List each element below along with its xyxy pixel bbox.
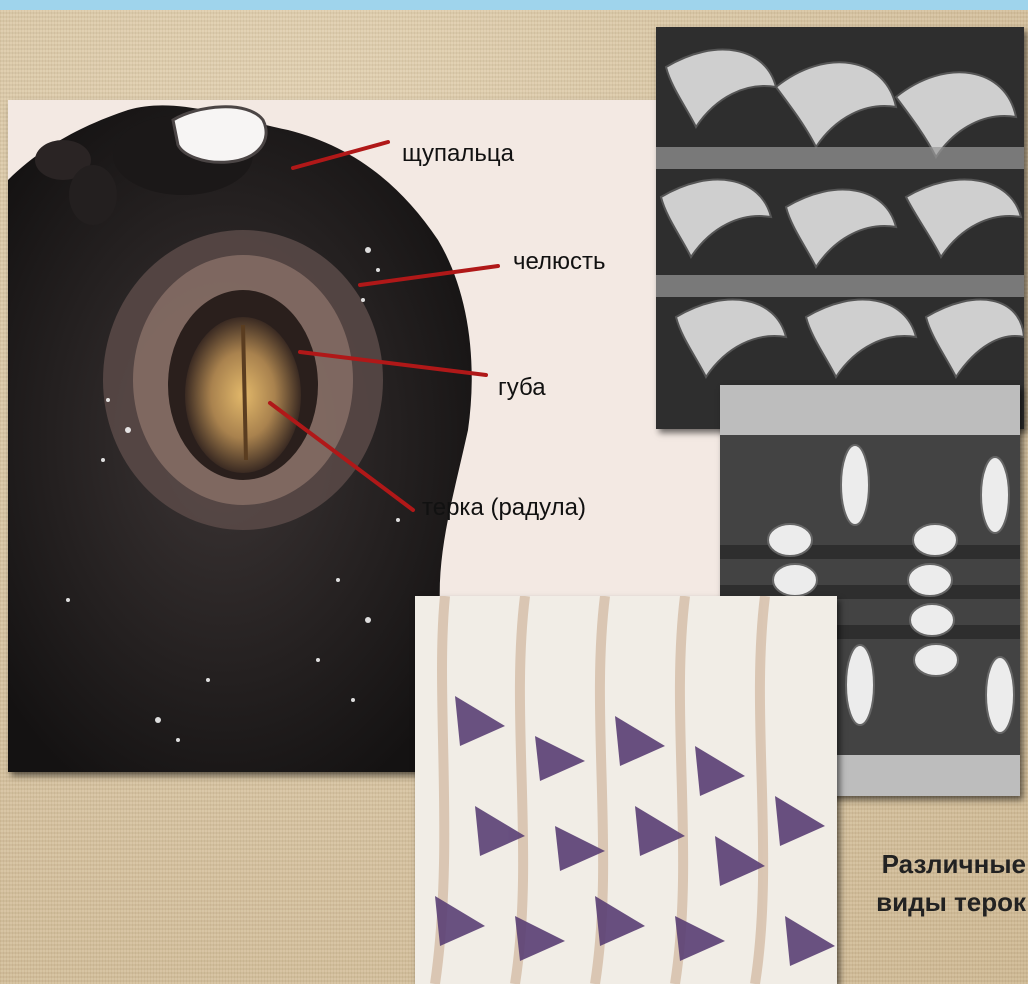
label-tentacles: щупальца — [402, 140, 514, 168]
radula-sem-hooked-teeth — [656, 27, 1024, 429]
label-jaw: челюсть — [513, 248, 606, 276]
caption-line-2: виды терок — [846, 883, 1026, 921]
caption-line-1: Различные — [846, 845, 1026, 883]
label-radula: терка (радула) — [422, 494, 586, 522]
caption-various-radulae: Различные виды терок — [846, 845, 1026, 921]
label-lip: губа — [498, 374, 546, 402]
radula-stained-micrograph — [415, 596, 837, 984]
top-accent-bar — [0, 0, 1028, 10]
